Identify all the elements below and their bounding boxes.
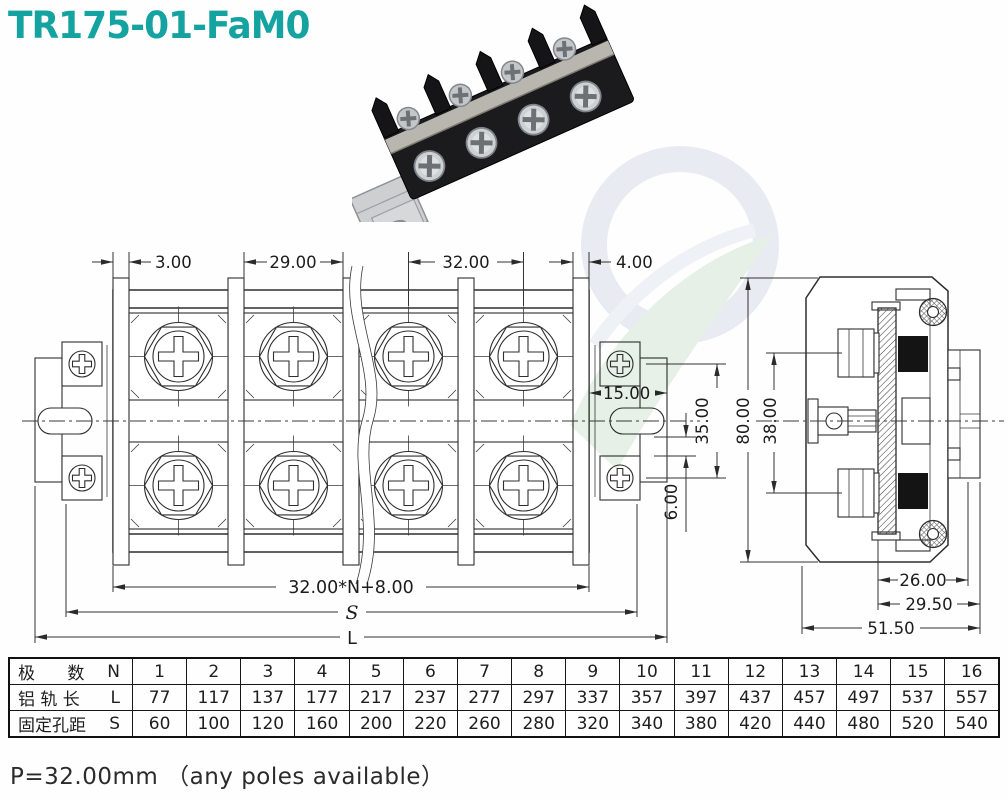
side-view	[756, 276, 1004, 563]
front-view	[22, 265, 700, 585]
separator-fins	[371, 4, 608, 139]
hex-bolt-top	[837, 328, 880, 378]
dim-32mm: 32.00	[442, 253, 489, 272]
pitch-note: P=32.00mm （any poles available）	[10, 764, 445, 790]
row-symbol: N	[107, 661, 120, 682]
dim-15mm: 15.00	[603, 384, 650, 403]
back-screws	[396, 37, 577, 131]
dim-6mm: 6.00	[662, 484, 681, 521]
product-photo	[352, 4, 634, 222]
row-label: 固定孔距	[18, 716, 86, 736]
dim-3mm: 3.00	[155, 253, 192, 272]
row-label: 铝 轨 长	[18, 690, 80, 710]
dim-26mm: 26.00	[899, 571, 946, 590]
row-symbol: S	[109, 713, 120, 734]
dim-l: L	[347, 629, 357, 649]
dim-4mm: 4.00	[616, 253, 653, 272]
part-number-title: TR175-01-FaM0	[8, 4, 310, 47]
thread-block-bottom	[898, 473, 928, 509]
dim-38mm: 38.00	[761, 397, 780, 444]
technical-drawing: 3.00 29.00 32.00 4.00 15.00 35.00	[22, 252, 1004, 649]
side-din-rail	[947, 349, 981, 479]
terminal-block-photo	[352, 4, 634, 222]
dim-35mm: 35.00	[693, 397, 712, 444]
dim-29-5mm: 29.50	[905, 595, 952, 614]
dim-51-5mm: 51.50	[867, 619, 914, 638]
row-symbol: L	[110, 687, 120, 708]
thread-block-top	[898, 336, 928, 372]
dim-80mm: 80.00	[734, 397, 753, 444]
dim-formula: 32.00*N+8.00	[288, 578, 414, 598]
metal-strip	[384, 40, 614, 154]
hex-bolt-bottom	[837, 468, 880, 518]
dim-s: S	[345, 602, 358, 624]
dim-29mm: 29.00	[269, 253, 316, 272]
front-screws	[413, 80, 602, 182]
row-label: 极 数	[18, 664, 85, 684]
